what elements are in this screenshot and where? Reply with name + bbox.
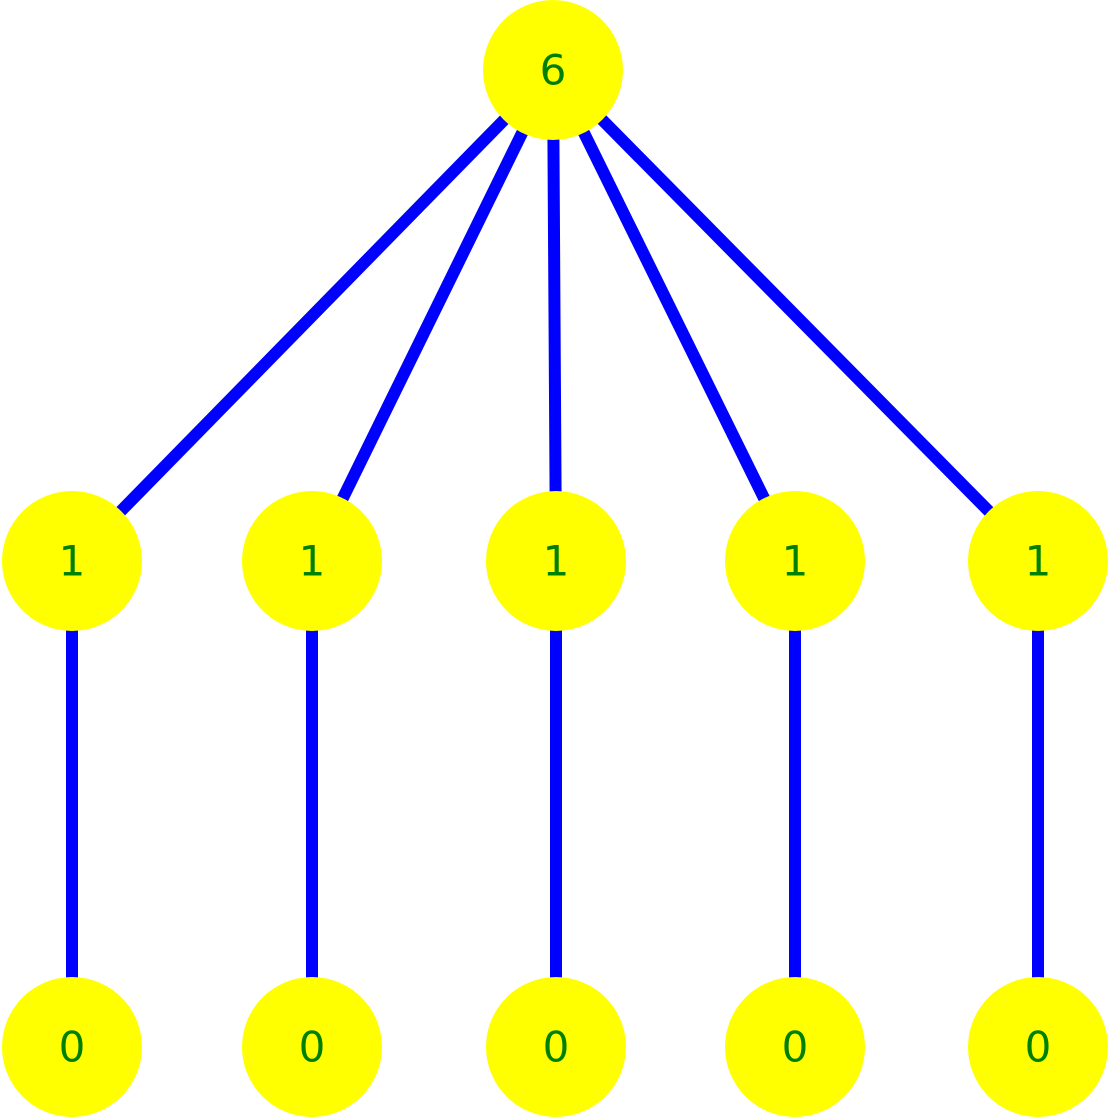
node-leaf-3: 0 <box>486 977 626 1117</box>
node-child-3-circle <box>486 491 626 631</box>
node-root-circle <box>483 0 623 140</box>
node-child-2-circle <box>242 491 382 631</box>
node-child-4-circle <box>725 491 865 631</box>
node-child-3-label: 1 <box>543 537 570 586</box>
node-leaf-1: 0 <box>2 977 142 1117</box>
node-child-5-circle <box>968 491 1108 631</box>
node-root: 6 <box>483 0 623 140</box>
node-child-3: 1 <box>486 491 626 631</box>
node-leaf-4-label: 0 <box>782 1023 809 1072</box>
node-child-5: 1 <box>968 491 1108 631</box>
node-leaf-1-circle <box>2 977 142 1117</box>
node-child-5-label: 1 <box>1025 537 1052 586</box>
edge-root-child-2 <box>306 67 559 564</box>
node-child-1-circle <box>2 491 142 631</box>
edge-root-child-3 <box>547 69 562 562</box>
edge-root-child-5 <box>548 65 1043 566</box>
node-child-2: 1 <box>242 491 382 631</box>
node-leaf-3-circle <box>486 977 626 1117</box>
edge-root-child-1 <box>67 65 558 566</box>
node-child-4: 1 <box>725 491 865 631</box>
node-child-2-label: 1 <box>299 537 326 586</box>
node-leaf-5-circle <box>968 977 1108 1117</box>
node-leaf-4: 0 <box>725 977 865 1117</box>
node-leaf-1-label: 0 <box>59 1023 86 1072</box>
node-leaf-3-label: 0 <box>543 1023 570 1072</box>
node-leaf-2-circle <box>242 977 382 1117</box>
node-child-1-label: 1 <box>59 537 86 586</box>
node-leaf-5-label: 0 <box>1025 1023 1052 1072</box>
node-leaf-4-circle <box>725 977 865 1117</box>
node-leaf-5: 0 <box>968 977 1108 1117</box>
node-leaf-2-label: 0 <box>299 1023 326 1072</box>
edge-root-child-4 <box>547 67 801 564</box>
node-child-4-label: 1 <box>782 537 809 586</box>
node-root-label: 6 <box>540 46 567 95</box>
node-child-1: 1 <box>2 491 142 631</box>
node-leaf-2: 0 <box>242 977 382 1117</box>
